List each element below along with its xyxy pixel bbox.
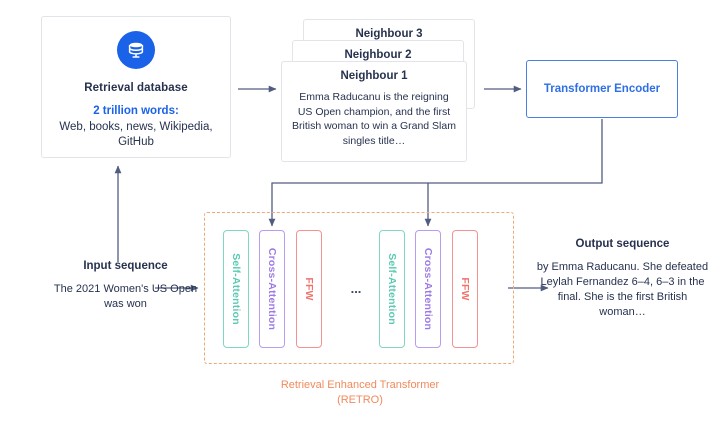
database-icon: [117, 31, 155, 69]
input-sequence: Input sequence The 2021 Women's US Open …: [48, 260, 203, 312]
neighbour-title: Neighbour 2: [344, 49, 412, 61]
self-attention-block-2: Self-Attention: [379, 230, 405, 348]
cross-attention-label: Cross-Attention: [266, 247, 278, 331]
cross-attention-block-1: Cross-Attention: [259, 230, 285, 348]
output-sequence-text: by Emma Raducanu. She defeated Leylah Fe…: [536, 261, 709, 318]
self-attention-label: Self-Attention: [230, 253, 242, 325]
retro-container: [204, 212, 514, 364]
retro-caption: Retrieval Enhanced Transformer (RETRO): [280, 379, 440, 406]
input-sequence-title: Input sequence: [83, 260, 168, 272]
neighbour-title: Neighbour 3: [355, 28, 423, 40]
input-sequence-text: The 2021 Women's US Open was won: [53, 283, 198, 310]
neighbour-title: Neighbour 1: [340, 70, 408, 82]
output-sequence: Output sequence by Emma Raducanu. She de…: [535, 238, 710, 320]
ffw-block-1: FFW: [296, 230, 322, 348]
neighbour-card-1: Neighbour 1 Emma Raducanu is the reignin…: [281, 61, 467, 162]
output-sequence-title: Output sequence: [575, 238, 670, 250]
retrieval-database-sources: Web, books, news, Wikipedia, GitHub: [59, 121, 213, 148]
cross-attention-block-2: Cross-Attention: [415, 230, 441, 348]
retrieval-database-card: Retrieval database 2 trillion words: Web…: [41, 16, 231, 158]
cross-attention-label: Cross-Attention: [422, 247, 434, 331]
ffw-block-2: FFW: [452, 230, 478, 348]
retrieval-database-title: Retrieval database: [84, 82, 188, 94]
self-attention-label: Self-Attention: [386, 253, 398, 325]
transformer-encoder-box: Transformer Encoder: [526, 60, 678, 118]
blocks-ellipsis: ...: [350, 281, 362, 296]
ffw-label: FFW: [459, 277, 471, 301]
retrieval-database-highlight: 2 trillion words:: [93, 105, 179, 117]
neighbour-body: Emma Raducanu is the reigning US Open ch…: [292, 91, 456, 147]
self-attention-block-1: Self-Attention: [223, 230, 249, 348]
transformer-encoder-label: Transformer Encoder: [543, 83, 661, 95]
ffw-label: FFW: [303, 277, 315, 301]
